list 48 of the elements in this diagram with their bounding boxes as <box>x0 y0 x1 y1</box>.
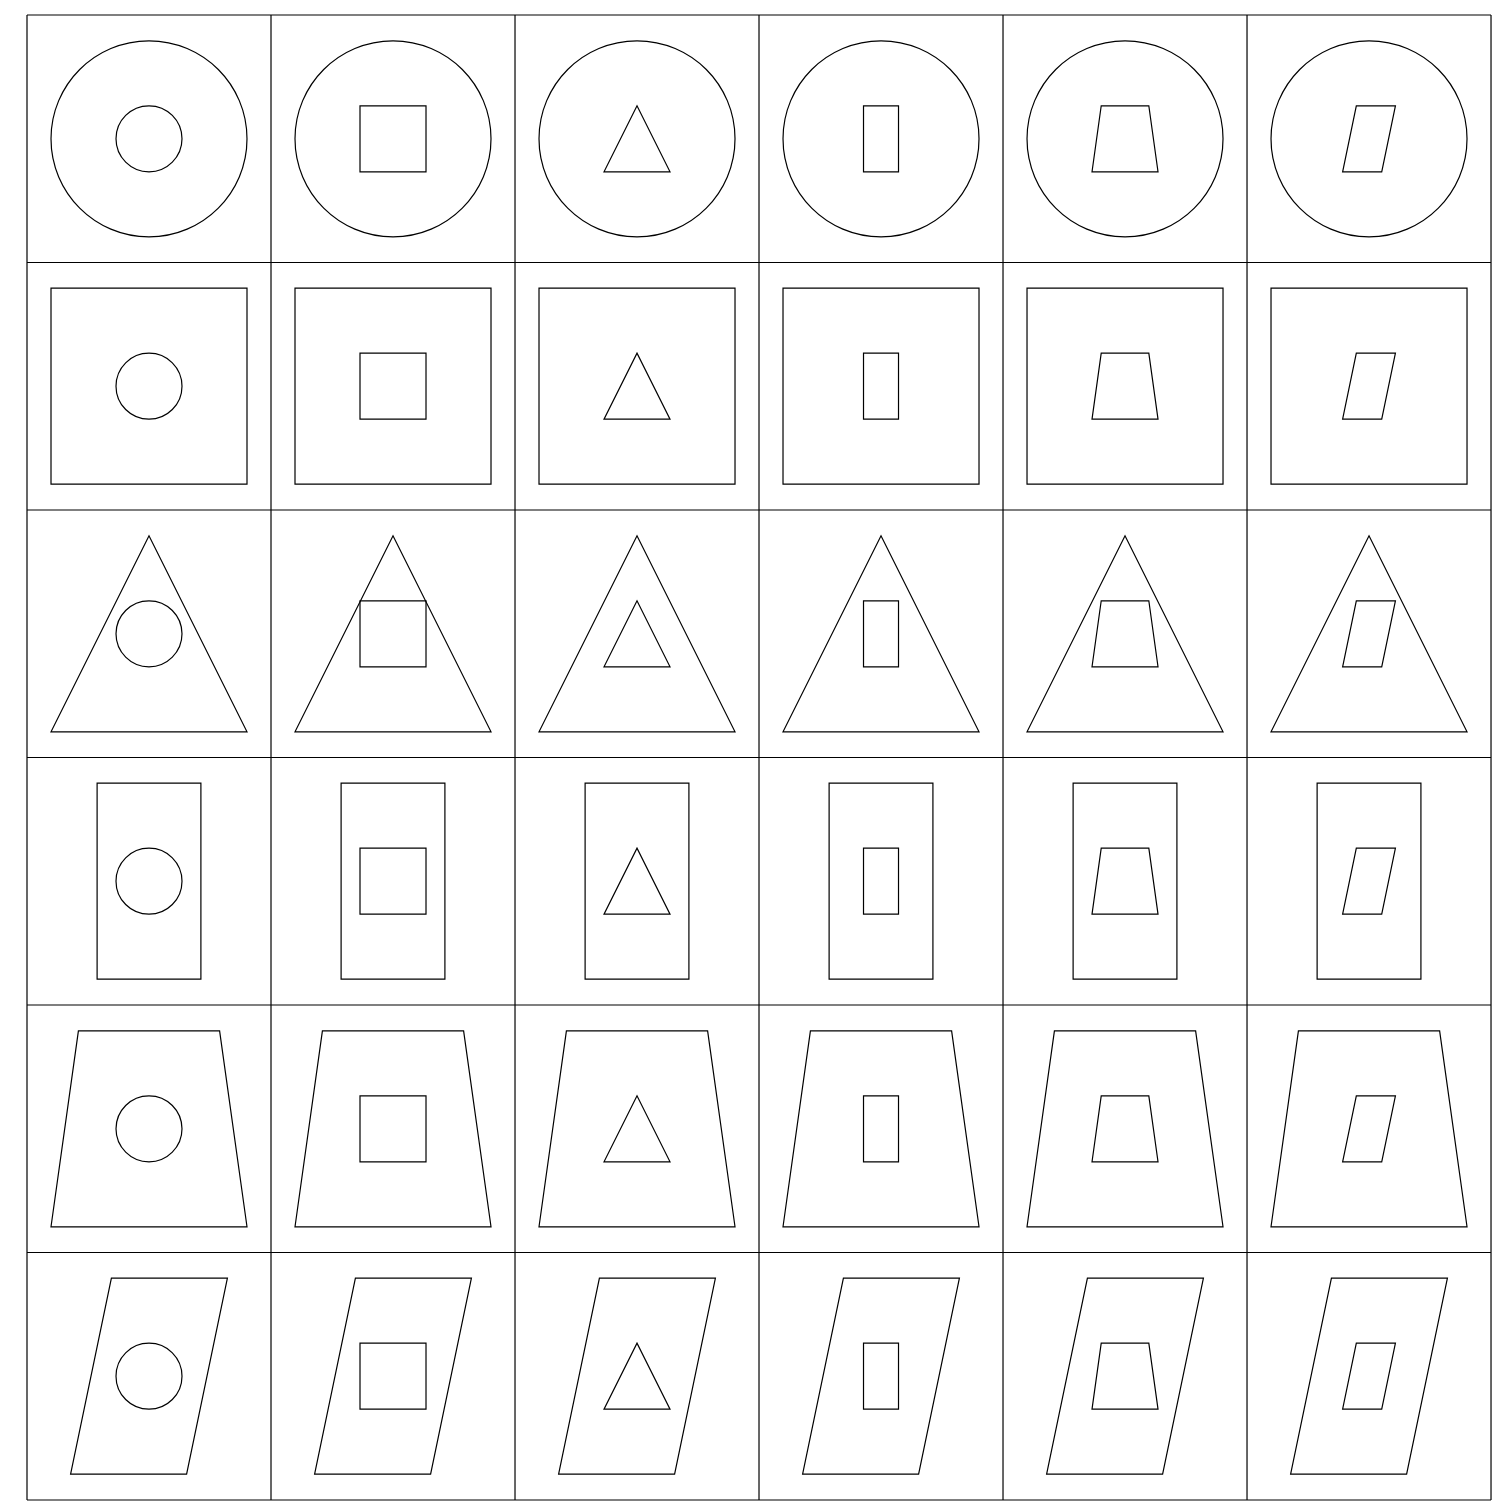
rectangle <box>1316 782 1422 980</box>
square <box>359 847 427 915</box>
circle <box>50 40 248 238</box>
circle <box>538 40 736 238</box>
circle <box>115 1342 183 1410</box>
rectangle <box>862 847 900 915</box>
square <box>359 1095 427 1163</box>
rectangle <box>584 782 690 980</box>
circle <box>1270 40 1468 238</box>
square <box>538 287 736 485</box>
rectangle <box>862 1342 900 1410</box>
trapezoid <box>1270 1030 1468 1228</box>
trapezoid <box>1091 847 1159 915</box>
circle <box>1026 40 1224 238</box>
trapezoid <box>1091 1095 1159 1163</box>
square <box>1270 287 1468 485</box>
square <box>359 600 427 668</box>
trapezoid <box>1091 1342 1159 1410</box>
circle <box>115 847 183 915</box>
circle <box>294 40 492 238</box>
trapezoid <box>1091 352 1159 420</box>
circle <box>782 40 980 238</box>
square <box>782 287 980 485</box>
rectangle <box>96 782 202 980</box>
rectangle <box>340 782 446 980</box>
square <box>359 352 427 420</box>
trapezoid <box>538 1030 736 1228</box>
trapezoid <box>50 1030 248 1228</box>
square <box>359 105 427 173</box>
square <box>50 287 248 485</box>
circle <box>115 352 183 420</box>
trapezoid <box>294 1030 492 1228</box>
rectangle <box>828 782 934 980</box>
rectangle <box>862 600 900 668</box>
square <box>1026 287 1224 485</box>
square <box>294 287 492 485</box>
rectangle <box>862 105 900 173</box>
rectangle <box>1072 782 1178 980</box>
circle <box>115 1095 183 1163</box>
circle <box>115 105 183 173</box>
square <box>359 1342 427 1410</box>
trapezoid <box>1091 600 1159 668</box>
rectangle <box>862 352 900 420</box>
trapezoid <box>1026 1030 1224 1228</box>
trapezoid <box>782 1030 980 1228</box>
trapezoid <box>1091 105 1159 173</box>
rectangle <box>862 1095 900 1163</box>
circle <box>115 600 183 668</box>
